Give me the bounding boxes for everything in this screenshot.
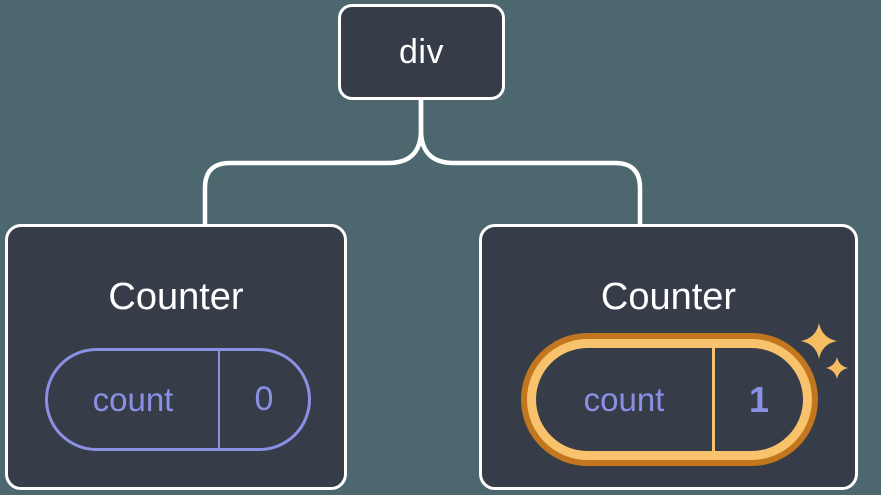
- state-value: 0: [254, 380, 274, 418]
- root-node-label: div: [399, 32, 444, 71]
- counter-card-left-title: Counter: [108, 276, 244, 318]
- state-label: count: [92, 380, 174, 418]
- state-pill-right-highlight: count 1: [521, 333, 818, 466]
- pill-divider: [712, 348, 715, 451]
- counter-card-left: Counter count 0: [5, 224, 347, 490]
- counter-card-right: Counter count 1: [479, 224, 858, 490]
- tree-connector-lines: [202, 100, 643, 226]
- state-label: count: [583, 380, 665, 418]
- state-value: 1: [748, 378, 770, 420]
- counter-card-right-title: Counter: [600, 276, 737, 318]
- connector-right-branch: [418, 100, 643, 226]
- pill-divider: [218, 351, 220, 448]
- sparkles: [801, 323, 848, 379]
- state-pill-right-highlight-ring: count 1: [527, 339, 812, 460]
- root-node: div: [338, 4, 505, 100]
- sparkle-large-icon: [801, 323, 837, 359]
- state-pill-right: count 1: [536, 348, 803, 451]
- connector-left-branch: [202, 100, 424, 226]
- sparkle-small-icon: [826, 357, 848, 379]
- state-pill-left: count 0: [45, 348, 311, 451]
